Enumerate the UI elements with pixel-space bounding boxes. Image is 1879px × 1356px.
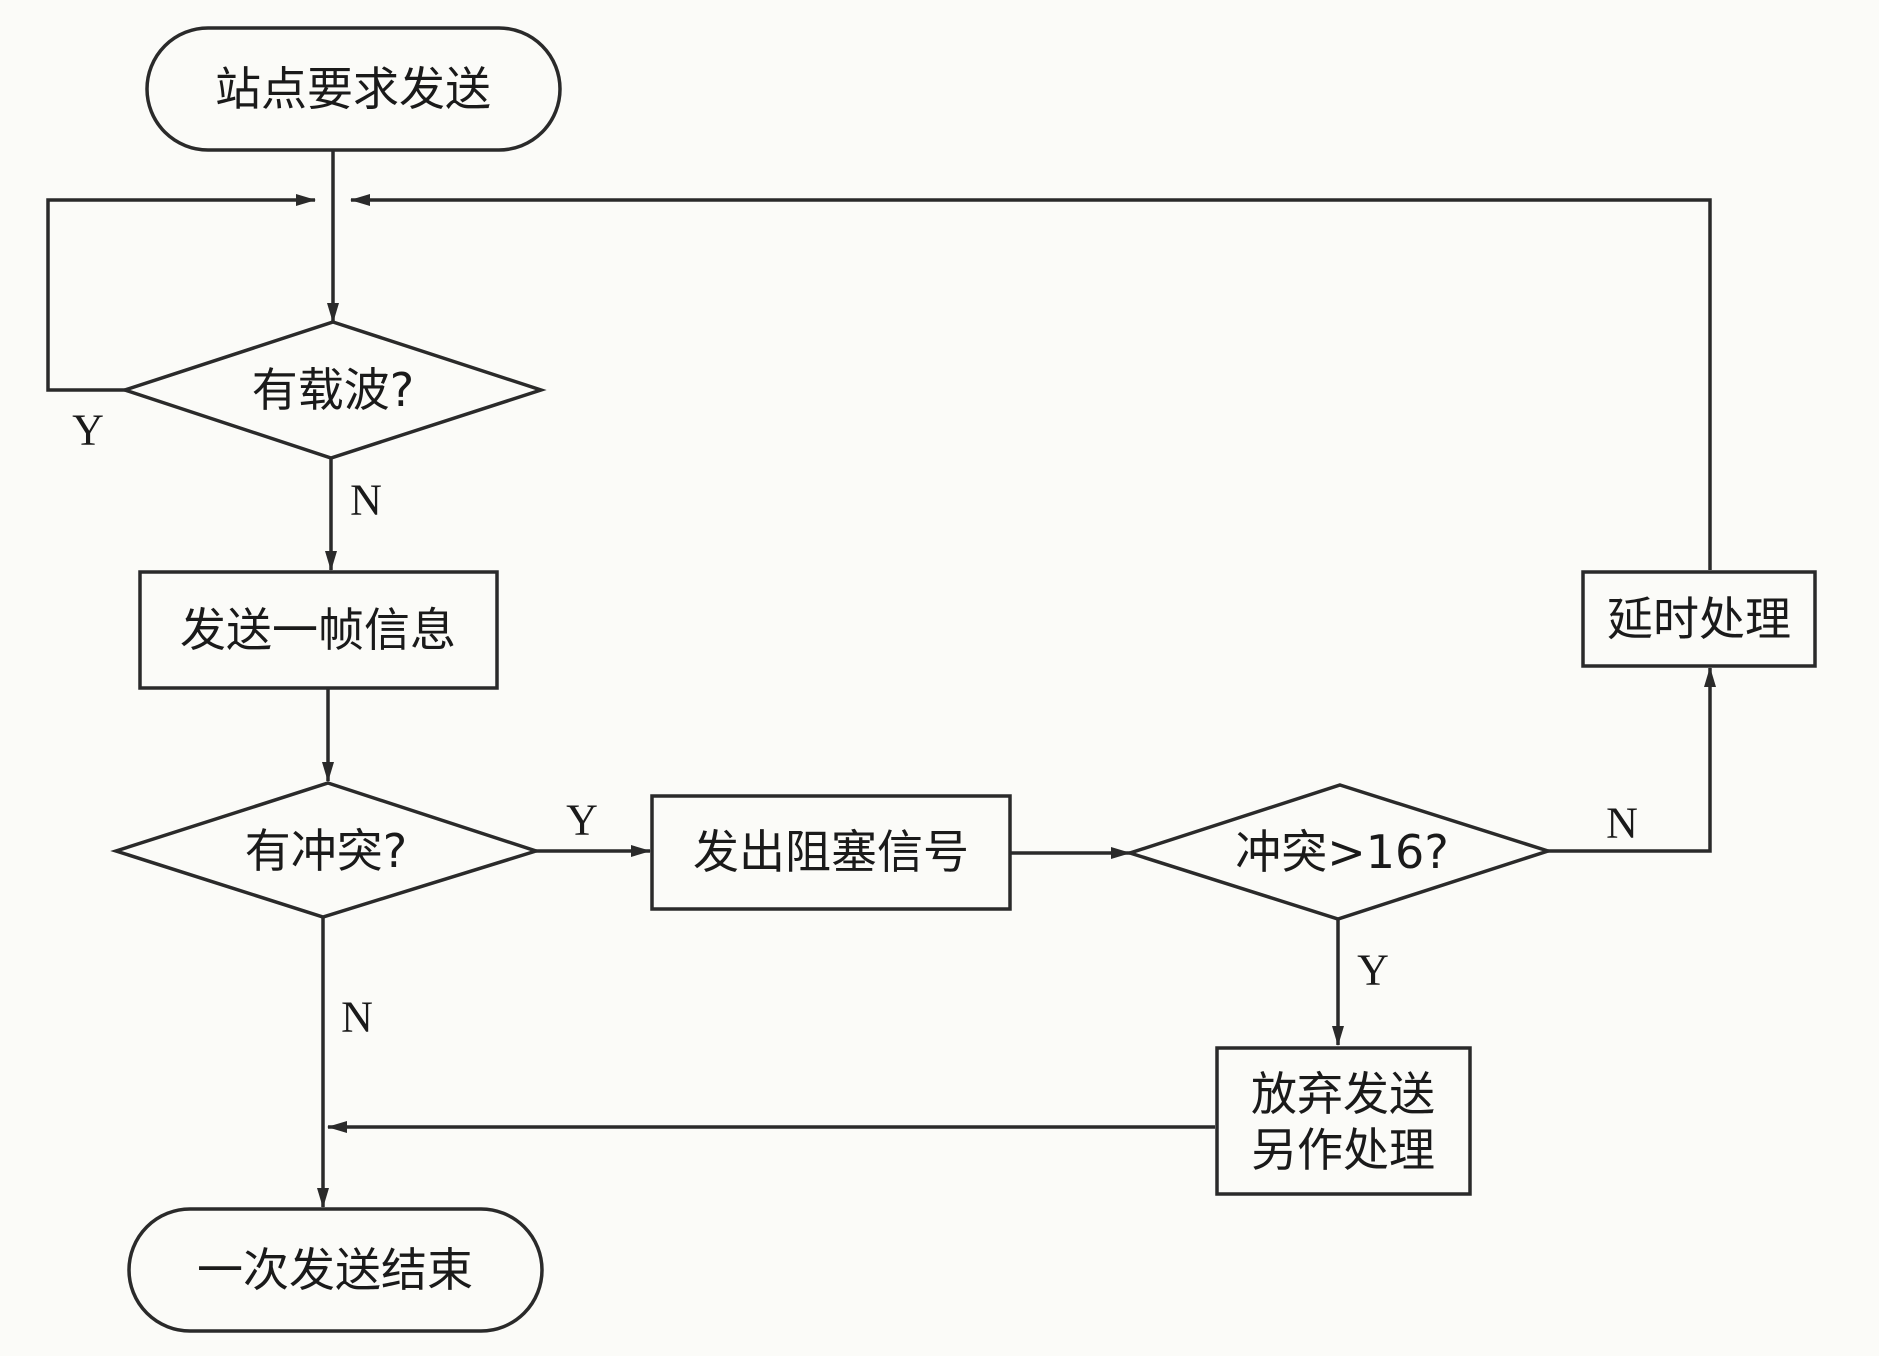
abandon-label-line2: 另作处理 — [1251, 1123, 1435, 1177]
abandon-box — [1215, 1046, 1472, 1196]
carrier-no-label: N — [350, 476, 382, 525]
jam-signal-label: 发出阻塞信号 — [693, 825, 969, 879]
carrier-decision — [119, 320, 547, 460]
count-yes-label: Y — [1357, 946, 1389, 995]
collision-decision — [110, 781, 542, 919]
start-label: 站点要求发送 — [215, 62, 491, 116]
count-decision — [1124, 783, 1554, 921]
delay-label: 延时处理 — [1607, 592, 1791, 646]
edge-delay-loop — [350, 194, 1712, 570]
send-frame-box — [138, 570, 499, 690]
count-decision-label: 冲突>16? — [1235, 825, 1449, 879]
start-terminator — [145, 26, 562, 152]
collision-decision-label: 有冲突? — [245, 824, 407, 878]
count-no-label: N — [1606, 799, 1638, 848]
carrier-yes-label: Y — [72, 406, 104, 455]
send-frame-label: 发送一帧信息 — [180, 603, 456, 657]
end-label: 一次发送结束 — [197, 1243, 473, 1297]
edge-count-no — [1548, 667, 1716, 853]
jam-signal-box — [650, 794, 1012, 911]
delay-box — [1581, 570, 1817, 668]
abandon-label-line1: 放弃发送 — [1251, 1067, 1435, 1121]
edge-carrier-yes-loop — [46, 194, 316, 392]
collision-no-label: N — [341, 993, 373, 1042]
carrier-decision-label: 有载波? — [252, 363, 414, 417]
end-terminator — [127, 1207, 544, 1333]
collision-yes-label: Y — [566, 796, 598, 845]
